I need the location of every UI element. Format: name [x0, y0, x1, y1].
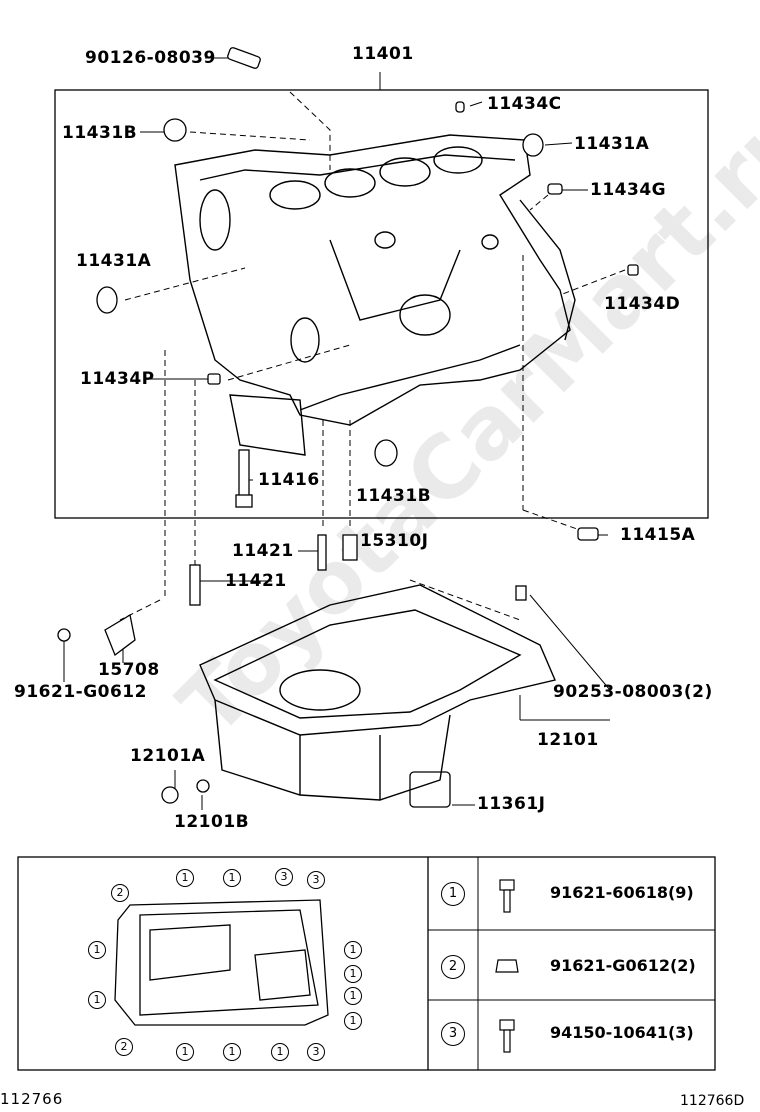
label-plug-b-bottom: 11431B [356, 486, 432, 506]
label-top-bolt: 90126-08039 [85, 48, 216, 68]
table-key-1: 1 [441, 882, 465, 906]
footer-right-code: 112766D [680, 1093, 745, 1109]
label-stud-upper: 11421 [232, 541, 294, 561]
inset-callout: 3 [307, 871, 325, 889]
inset-callout: 1 [223, 1043, 241, 1061]
inset-callout: 1 [88, 991, 106, 1009]
inset-callout: 1 [88, 941, 106, 959]
label-bracket: 15708 [98, 660, 160, 680]
inset-frame [17, 856, 716, 1071]
watermark-mark: ToyotaCarMart.ru [160, 85, 760, 755]
label-pin-p: 11434P [80, 369, 155, 389]
inset-callout: 2 [115, 1038, 133, 1056]
label-bracket-bolt: 91621-G0612 [14, 682, 147, 702]
label-plug-c: 11434C [487, 94, 562, 114]
label-cover: 11361J [477, 794, 546, 814]
oil-pan-drawing [199, 584, 556, 801]
table-part-1: 91621-60618(9) [550, 883, 694, 902]
block-frame [54, 89, 709, 519]
label-drain-plug: 12101A [130, 746, 206, 766]
inset-callout: 1 [344, 941, 362, 959]
label-pin-g: 11434G [590, 180, 667, 200]
label-stud-lower: 11421 [225, 571, 287, 591]
label-plug-a-left: 11431A [76, 251, 152, 271]
inset-callout: 1 [344, 987, 362, 1005]
label-cap: 11416 [258, 470, 320, 490]
label-oil-pan-bolts: 90253-08003(2) [553, 682, 713, 702]
inset-callout: 1 [223, 869, 241, 887]
inset-callout: 3 [307, 1043, 325, 1061]
inset-callout: 1 [271, 1043, 289, 1061]
label-pin-d: 11434D [604, 294, 681, 314]
label-oil-pan: 12101 [537, 730, 599, 750]
inset-callout: 1 [344, 1012, 362, 1030]
cylinder-block-drawing [174, 134, 576, 456]
label-block: 11401 [352, 44, 414, 64]
table-part-2: 91621-G0612(2) [550, 956, 696, 975]
table-key-2: 2 [441, 955, 465, 979]
table-part-3: 94150-10641(3) [550, 1023, 694, 1042]
label-union: 11415A [620, 525, 696, 545]
inset-callout: 3 [275, 868, 293, 886]
inset-callout: 1 [344, 965, 362, 983]
inset-callout: 2 [111, 884, 129, 902]
label-jet: 15310J [360, 531, 429, 551]
inset-callout: 1 [176, 1043, 194, 1061]
watermark-text: ToyotaCarMart.ru [160, 85, 760, 755]
inset-callout: 1 [176, 869, 194, 887]
label-drain-gasket: 12101B [174, 812, 250, 832]
table-key-3: 3 [441, 1022, 465, 1046]
label-plug-a-right: 11431A [574, 134, 650, 154]
label-plug-b-top: 11431B [62, 123, 138, 143]
footer-left-code: 112766 [0, 1090, 64, 1108]
